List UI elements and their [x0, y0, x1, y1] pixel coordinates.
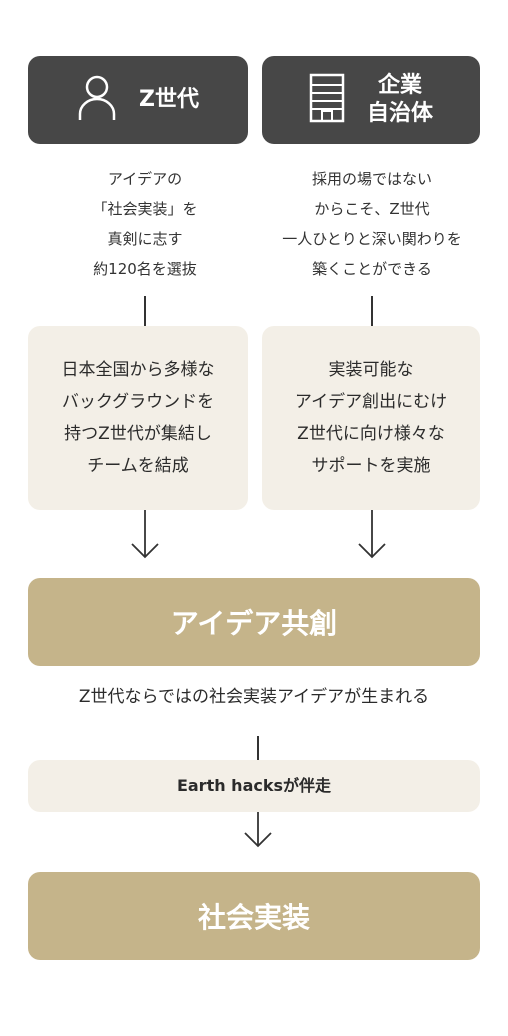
desc-line: アイデアの	[107, 170, 183, 188]
company-municipality-label: 企業 自治体	[367, 72, 433, 128]
z-generation-description: アイデアの 「社会実装」を 真剣に志す 約120名を選抜	[28, 164, 262, 284]
arrow-down-icon	[131, 510, 159, 560]
company-support-box: 実装可能な アイデア創出にむけ Z世代に向け様々な サポートを実施	[262, 326, 480, 510]
box-line: バックグラウンドを	[61, 392, 215, 412]
desc-line: 約120名を選抜	[93, 260, 197, 278]
person-icon	[77, 74, 117, 126]
box-line: サポートを実施	[311, 456, 431, 476]
desc-line: 一人ひとりと深い関わりを	[282, 230, 462, 248]
box-line: 実装可能な	[328, 360, 414, 380]
z-generation-team-box: 日本全国から多様な バックグラウンドを 持つZ世代が集結し チームを結成	[28, 326, 248, 510]
desc-line: 「社会実装」を	[92, 200, 198, 218]
idea-cocreation-box: アイデア共創	[28, 578, 480, 666]
box-line: Z世代に向け様々な	[297, 424, 445, 444]
desc-line: 築くことができる	[312, 260, 432, 278]
z-generation-label: Z世代	[139, 87, 199, 112]
building-icon	[309, 73, 345, 127]
desc-line: 採用の場ではない	[311, 170, 432, 188]
company-municipality-header: 企業 自治体	[262, 56, 480, 144]
box-line: 持つZ世代が集結し	[64, 424, 212, 444]
z-generation-header: Z世代	[28, 56, 248, 144]
box-line: アイデア創出にむけ	[294, 392, 448, 412]
cocreation-caption: Z世代ならではの社会実装アイデアが生まれる	[78, 687, 430, 707]
company-description: 採用の場ではない からこそ、Z世代 一人ひとりと深い関わりを 築くことができる	[252, 164, 492, 284]
connector-line-right	[371, 296, 373, 326]
social-implementation-label: 社会実装	[197, 901, 310, 934]
arrow-down-icon	[244, 812, 272, 850]
connector-line-center	[257, 736, 259, 760]
desc-line: 真剣に志す	[107, 230, 183, 248]
box-line: チームを結成	[87, 456, 189, 476]
header-line-2: 自治体	[366, 101, 433, 126]
header-line-1: 企業	[377, 73, 422, 98]
arrow-down-icon	[358, 510, 386, 560]
earth-hacks-support-label: Earth hacksが伴走	[176, 776, 332, 795]
idea-cocreation-label: アイデア共創	[170, 607, 338, 640]
connector-line-left	[144, 296, 146, 326]
earth-hacks-support-box: Earth hacksが伴走	[28, 760, 480, 812]
desc-line: からこそ、Z世代	[314, 200, 430, 218]
social-implementation-box: 社会実装	[28, 872, 480, 960]
box-line: 日本全国から多様な	[61, 360, 215, 380]
